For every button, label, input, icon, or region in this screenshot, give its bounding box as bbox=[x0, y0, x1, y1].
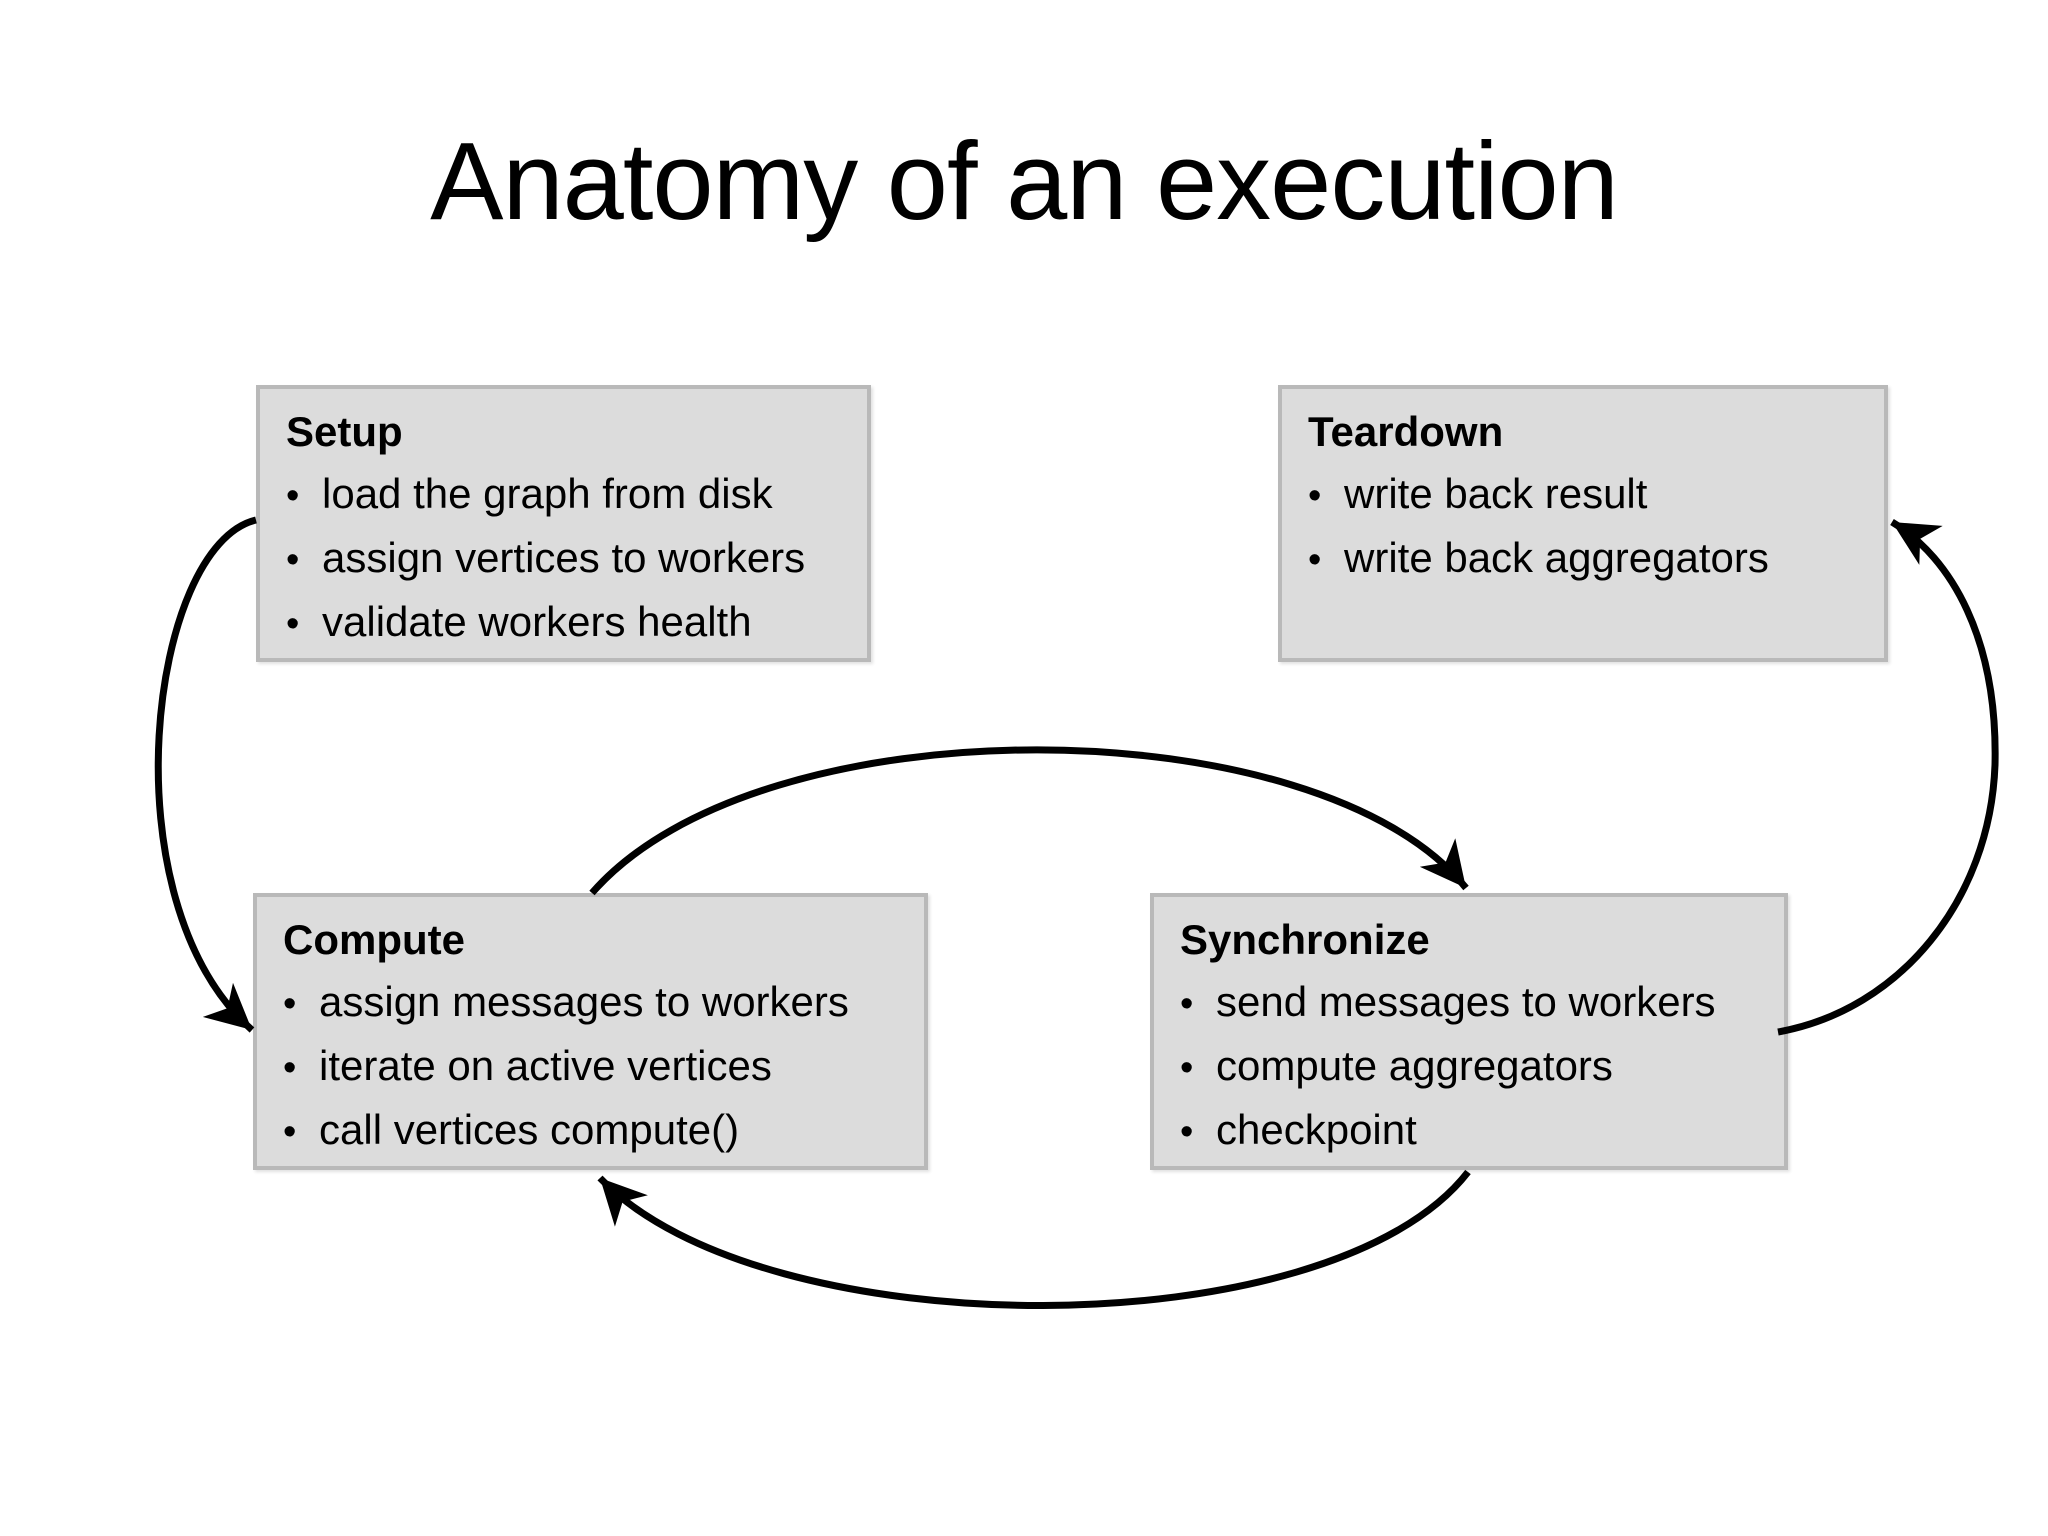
list-item: • assign messages to workers bbox=[283, 971, 906, 1035]
teardown-box: Teardown • write back result • write bac… bbox=[1278, 385, 1888, 662]
setup-bullet-2: assign vertices to workers bbox=[322, 534, 806, 581]
setup-box-title: Setup bbox=[286, 408, 403, 455]
list-item: • load the graph from disk bbox=[286, 463, 849, 527]
list-item: • send messages to workers bbox=[1180, 971, 1766, 1035]
list-item: • compute aggregators bbox=[1180, 1035, 1766, 1099]
arrow-compute-to-synchronize bbox=[589, 746, 1469, 896]
setup-box: Setup • load the graph from disk • assig… bbox=[256, 385, 871, 662]
setup-bullet-1: load the graph from disk bbox=[322, 470, 773, 517]
list-item: • call vertices compute() bbox=[283, 1099, 906, 1163]
compute-bullet-2: iterate on active vertices bbox=[319, 1042, 772, 1089]
bullet-icon: • bbox=[283, 1111, 297, 1153]
teardown-bullet-2: write back aggregators bbox=[1344, 534, 1769, 581]
arrow-setup-to-compute bbox=[154, 516, 257, 1033]
synchronize-bullet-1: send messages to workers bbox=[1216, 978, 1716, 1025]
bullet-icon: • bbox=[1308, 539, 1322, 581]
list-item: • iterate on active vertices bbox=[283, 1035, 906, 1099]
setup-bullet-3: validate workers health bbox=[322, 598, 752, 645]
synchronize-box-title: Synchronize bbox=[1180, 916, 1430, 963]
synchronize-bullet-2: compute aggregators bbox=[1216, 1042, 1613, 1089]
list-item: • validate workers health bbox=[286, 591, 849, 655]
synchronize-bullet-3: checkpoint bbox=[1216, 1106, 1417, 1153]
list-item: • write back aggregators bbox=[1308, 527, 1866, 591]
bullet-icon: • bbox=[1180, 983, 1194, 1025]
compute-bullet-3: call vertices compute() bbox=[319, 1106, 740, 1153]
compute-bullet-1: assign messages to workers bbox=[319, 978, 849, 1025]
synchronize-box: Synchronize • send messages to workers •… bbox=[1150, 893, 1788, 1170]
bullet-icon: • bbox=[1180, 1047, 1194, 1089]
teardown-box-title: Teardown bbox=[1308, 408, 1504, 455]
bullet-icon: • bbox=[1308, 475, 1322, 517]
list-item: • write back result bbox=[1308, 463, 1866, 527]
compute-box-title: Compute bbox=[283, 916, 465, 963]
bullet-icon: • bbox=[1180, 1111, 1194, 1153]
bullet-icon: • bbox=[286, 475, 300, 517]
bullet-icon: • bbox=[283, 983, 297, 1025]
bullet-icon: • bbox=[283, 1047, 297, 1089]
arrow-synchronize-to-compute bbox=[597, 1169, 1471, 1309]
compute-box: Compute • assign messages to workers • i… bbox=[253, 893, 928, 1170]
bullet-icon: • bbox=[286, 539, 300, 581]
teardown-bullet-1: write back result bbox=[1344, 470, 1648, 517]
slide-title: Anatomy of an execution bbox=[430, 120, 1619, 243]
list-item: • assign vertices to workers bbox=[286, 527, 849, 591]
list-item: • checkpoint bbox=[1180, 1099, 1766, 1163]
bullet-icon: • bbox=[286, 603, 300, 645]
